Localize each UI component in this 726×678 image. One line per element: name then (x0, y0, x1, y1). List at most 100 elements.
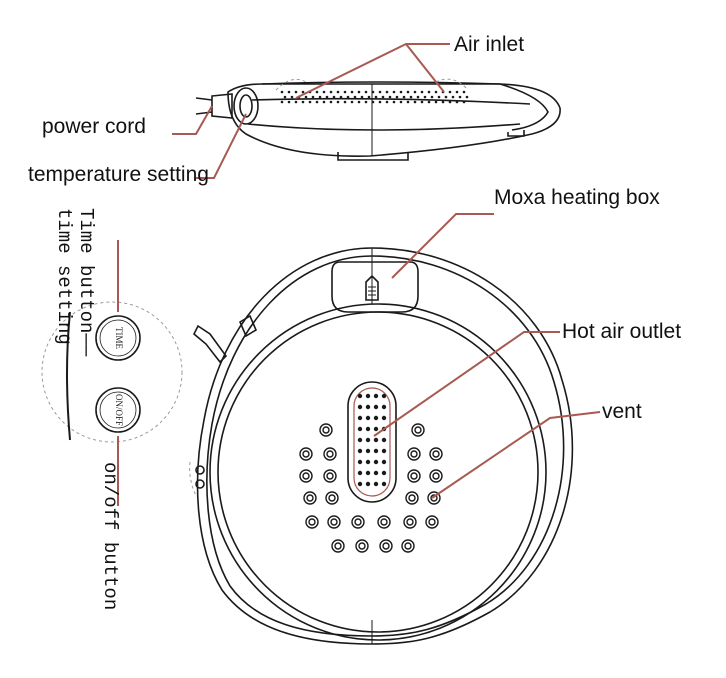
vent-hole (429, 447, 443, 461)
air-inlet-hole (315, 100, 319, 104)
indicator-dot-1 (195, 465, 205, 475)
air-inlet-hole (451, 95, 455, 99)
air-inlet-hole (392, 90, 396, 94)
hot-air-outlet-inner (353, 387, 391, 497)
air-inlet-hole (294, 100, 298, 104)
outlet-hole (381, 404, 387, 410)
vent-hole-inner (432, 450, 440, 458)
hot-air-outlet (347, 381, 397, 503)
vent-holes (299, 423, 443, 553)
outlet-hole (357, 481, 363, 487)
air-inlet-hole (458, 95, 462, 99)
air-inlet-hole (364, 90, 368, 94)
air-inlet-hole (290, 95, 294, 99)
air-flow-right (435, 78, 467, 89)
air-inlet-hole (462, 100, 466, 104)
side-body (227, 83, 561, 157)
vent-label: vent (602, 400, 642, 423)
air-inlet-hole (301, 100, 305, 104)
air-inlet-hole (280, 100, 284, 104)
inset-circle (41, 301, 183, 443)
moxa-box-handle-icon (365, 274, 379, 301)
outlet-hole (373, 481, 379, 487)
air-inlet-hole (465, 95, 469, 99)
vent-hole (379, 539, 393, 553)
vent-hole-inner (410, 472, 418, 480)
moxa-heating-box-label: Moxa heating box (494, 186, 660, 209)
vent-hole (323, 469, 337, 483)
outlet-hole (381, 459, 387, 465)
vent-hole (299, 447, 313, 461)
vent-hole-inner (404, 542, 412, 550)
air-inlet-hole (322, 90, 326, 94)
air-inlet-hole (406, 90, 410, 94)
vent-hole (323, 447, 337, 461)
outlet-hole (373, 437, 379, 443)
air-inlet-hole (304, 95, 308, 99)
air-inlet-hole (329, 90, 333, 94)
vent-hole (303, 491, 317, 505)
outlet-hole (373, 393, 379, 399)
air-inlet-hole (315, 90, 319, 94)
vent-hole (305, 515, 319, 529)
air-inlet-hole (364, 100, 368, 104)
vent-hole (407, 469, 421, 483)
air-inlet-hole (413, 90, 417, 94)
air-inlet-hole (339, 95, 343, 99)
leader-lines (117, 43, 601, 506)
side-top-rim (261, 81, 501, 85)
vent-hole (429, 469, 443, 483)
air-inlet-hole (437, 95, 441, 99)
vent-hole-inner (302, 472, 310, 480)
vent-hole-inner (326, 450, 334, 458)
air-inlet-hole (311, 95, 315, 99)
vent-leader (431, 411, 601, 499)
air-inlet-hole (423, 95, 427, 99)
air-inlet-hole (329, 100, 333, 104)
temperature-knob[interactable] (233, 87, 259, 125)
air-inlet-hole (413, 100, 417, 104)
vent-hole-inner (430, 494, 438, 502)
outlet-hole (381, 393, 387, 399)
vent-hole-inner (334, 542, 342, 550)
time-button[interactable] (95, 315, 141, 361)
temperature-setting-label: temperature setting (28, 163, 209, 186)
air-inlet-hole (406, 100, 410, 104)
power-cord-line (195, 97, 213, 101)
air-inlet-hole (409, 95, 413, 99)
top-view (193, 247, 574, 645)
outlet-hole (357, 437, 363, 443)
air-inlet-hole (301, 90, 305, 94)
outlet-hole (381, 470, 387, 476)
air-inlet-label: Air inlet (454, 33, 524, 56)
air-inlet-hole (448, 90, 452, 94)
air-inlet-hole (374, 95, 378, 99)
time-button-label-line2: time setting (53, 208, 75, 345)
air-inlet-hole (402, 95, 406, 99)
vent-hole (411, 423, 425, 437)
air-inlet-hole (357, 100, 361, 104)
main-disc-outer (209, 303, 547, 641)
outlet-hole (373, 459, 379, 465)
side-right-cap (499, 83, 549, 131)
air-inlet-hole (378, 100, 382, 104)
outlet-hole (357, 415, 363, 421)
air-inlet-hole (385, 90, 389, 94)
onoff-button[interactable] (95, 387, 141, 433)
time-button-label-line1: Time button—— (75, 208, 97, 357)
air-inlet-hole (287, 90, 291, 94)
air-inlet-hole (318, 95, 322, 99)
vent-hole-inner (406, 518, 414, 526)
top-view-knob[interactable] (238, 314, 258, 338)
side-view (195, 81, 561, 161)
hot-air-outlet-leader (373, 331, 560, 437)
vent-hole-inner (328, 494, 336, 502)
air-inlet-hole (287, 100, 291, 104)
vent-hole (331, 539, 345, 553)
outlet-hole (373, 470, 379, 476)
vent-hole-inner (432, 472, 440, 480)
vent-hole (401, 539, 415, 553)
moxa-heating-box[interactable] (331, 261, 419, 313)
air-inlet-hole (420, 90, 424, 94)
power-cord-line-2 (195, 111, 213, 115)
